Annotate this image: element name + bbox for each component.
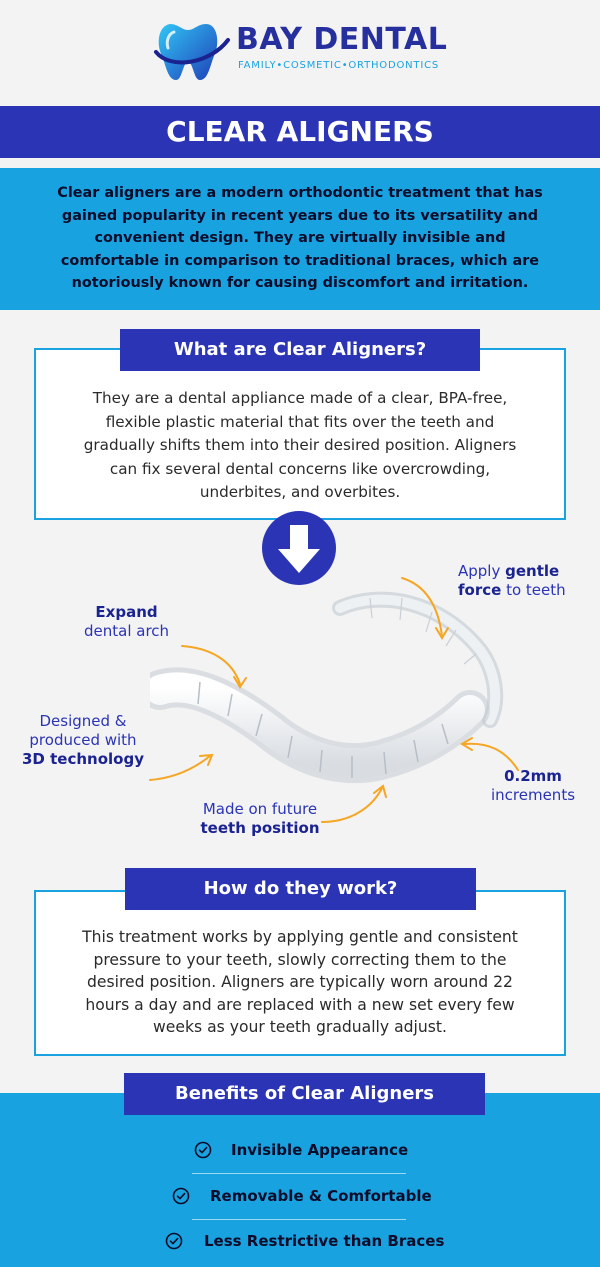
annotation-future-position: Made on future teeth position (198, 800, 322, 838)
annotation-designed-bold: 3D technology (22, 750, 144, 768)
how-body: This treatment works by applying gentle … (82, 928, 518, 1036)
page-title: CLEAR ALIGNERS (166, 115, 434, 148)
intro-section: Clear aligners are a modern orthodontic … (0, 168, 600, 310)
benefit-item: Invisible Appearance (0, 1135, 600, 1165)
annotation-expand-arch: Expand dental arch (84, 603, 169, 641)
benefit-item: Removable & Comfortable (0, 1181, 600, 1211)
tooth-icon (154, 24, 230, 80)
benefits-section (0, 1093, 600, 1267)
annotation-designed-line2: produced with (29, 731, 137, 749)
annotation-arrows (149, 577, 519, 823)
annotation-future-line1: Made on future (202, 800, 318, 818)
title-banner: CLEAR ALIGNERS (0, 106, 600, 158)
brand-tagline: FAMILY•COSMETIC•ORTHODONTICS (238, 60, 440, 71)
annotation-increments-rest: increments (490, 786, 576, 804)
check-circle-icon (194, 1141, 212, 1159)
annotation-increments-bold: 0.2mm (504, 767, 562, 785)
annotation-expand-bold: Expand (95, 603, 158, 621)
annotation-gentle-bold2: force (458, 581, 502, 599)
annotation-future-bold: teeth position (200, 819, 320, 837)
what-heading: What are Clear Aligners? (120, 329, 480, 371)
arrow-down-icon (262, 511, 336, 585)
annotation-increments: 0.2mm increments (487, 767, 579, 805)
annotation-gentle-bold1: gentle (505, 562, 560, 580)
benefit-label: Invisible Appearance (231, 1141, 409, 1159)
how-heading: How do they work? (125, 868, 476, 910)
check-circle-icon (165, 1232, 183, 1250)
annotation-gentle-pre: Apply (458, 562, 506, 580)
annotation-designed-line1: Designed & (39, 712, 127, 730)
benefit-divider (192, 1219, 406, 1220)
annotation-expand-rest: dental arch (84, 622, 170, 640)
annotation-gentle-force: Apply gentle force to teeth (458, 562, 566, 600)
aligner-illustration (150, 591, 504, 784)
benefit-label: Removable & Comfortable (210, 1187, 432, 1205)
what-body: They are a dental appliance made of a cl… (83, 389, 517, 501)
check-circle-icon (172, 1187, 190, 1205)
intro-text: Clear aligners are a modern orthodontic … (57, 185, 543, 291)
benefit-divider (192, 1173, 406, 1174)
annotation-3d-technology: Designed & produced with 3D technology (22, 712, 144, 769)
how-card: This treatment works by applying gentle … (34, 890, 566, 1056)
benefit-label: Less Restrictive than Braces (204, 1232, 445, 1250)
annotation-gentle-post: to teeth (501, 581, 566, 599)
benefit-item: Less Restrictive than Braces (0, 1226, 600, 1256)
brand-logo: BAY DENTAL FAMILY•COSMETIC•ORTHODONTICS (150, 14, 460, 84)
benefits-heading: Benefits of Clear Aligners (124, 1073, 485, 1115)
brand-name: BAY DENTAL (236, 22, 448, 57)
what-card: They are a dental appliance made of a cl… (34, 348, 566, 520)
